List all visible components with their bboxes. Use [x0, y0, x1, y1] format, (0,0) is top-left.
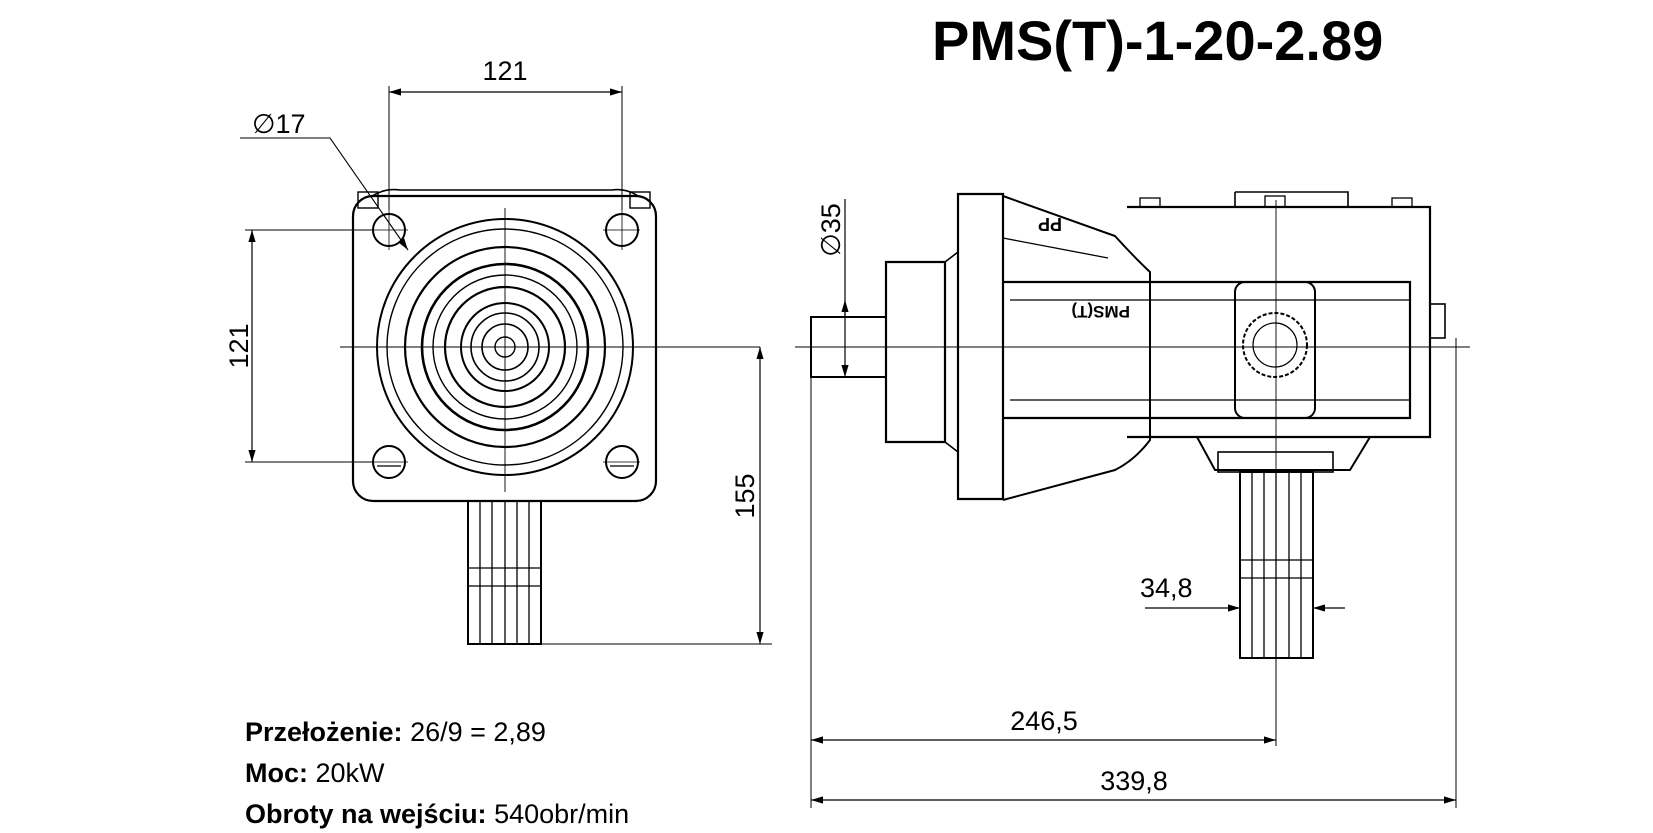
- spec-ratio-value: 26/9 = 2,89: [410, 717, 546, 747]
- drawing-title: PMS(T)-1-20-2.89: [932, 9, 1384, 72]
- housing-marking: PMS(T): [1071, 302, 1130, 321]
- spec-input-speed-value: 540obr/min: [494, 799, 630, 829]
- spec-power-label: Moc:: [245, 758, 308, 788]
- spec-ratio: Przełożenie: 26/9 = 2,89: [245, 717, 546, 748]
- spec-input-speed-label: Obroty na wejściu:: [245, 799, 487, 829]
- dim-input-diameter: ∅35: [816, 203, 846, 257]
- cover-marking: PP: [1038, 214, 1062, 234]
- dim-flange-height: 121: [224, 323, 254, 368]
- spec-ratio-label: Przełożenie:: [245, 717, 403, 747]
- front-view: [340, 188, 760, 645]
- dim-flange-width: 121: [482, 56, 527, 86]
- dim-overall-length: 339,8: [1100, 766, 1168, 796]
- brand-logo: [1242, 312, 1308, 378]
- side-dimensions: ∅35 34,8 246,5 339,8: [810, 199, 1457, 808]
- spec-power: Moc: 20kW: [245, 758, 385, 789]
- front-dimensions: 121 121 ∅17 155: [224, 56, 772, 645]
- dim-output-diameter: 34,8: [1140, 573, 1193, 603]
- side-view: PP PMS(T): [795, 191, 1470, 672]
- dim-output-position: 246,5: [1010, 706, 1078, 736]
- dim-hole-diameter: ∅17: [252, 109, 306, 139]
- spec-power-value: 20kW: [315, 758, 385, 788]
- spec-input-speed: Obroty na wejściu: 540obr/min: [245, 799, 629, 830]
- dim-output-height: 155: [730, 473, 760, 518]
